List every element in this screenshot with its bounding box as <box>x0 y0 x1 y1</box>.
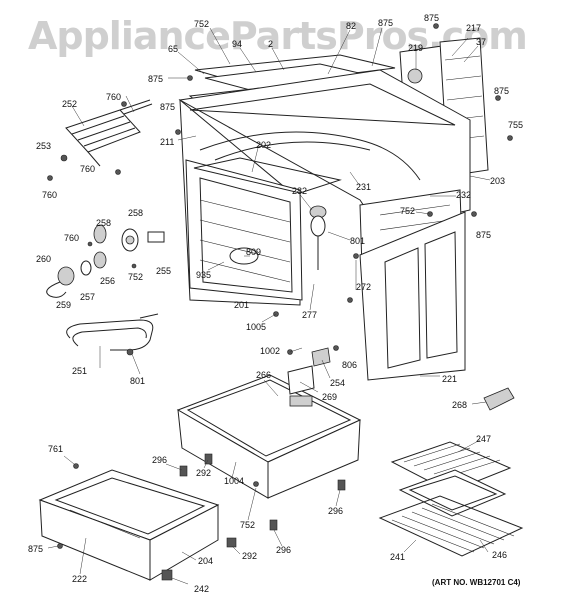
callout: 752 <box>128 272 144 282</box>
callout: 94 <box>232 39 243 49</box>
callout: 292 <box>242 551 258 561</box>
small-hardware <box>57 23 513 581</box>
callout: 232 <box>456 190 472 200</box>
oven-liner <box>185 157 342 301</box>
callout: 269 <box>322 392 338 402</box>
sensor-282 <box>309 205 327 270</box>
callout: 272 <box>356 282 372 292</box>
callout: 255 <box>156 266 172 276</box>
callout: 203 <box>490 176 506 186</box>
callout: 875 <box>160 102 176 112</box>
callout: 1004 <box>224 476 245 486</box>
callout: 809 <box>246 247 262 257</box>
callout: 202 <box>256 140 272 150</box>
callout: 251 <box>72 366 88 376</box>
callout: 37 <box>476 37 487 47</box>
callout: 752 <box>194 19 210 29</box>
callout: 219 <box>408 43 424 53</box>
bake-element <box>66 313 159 356</box>
callout: 875 <box>148 74 164 84</box>
callout: 806 <box>342 360 358 370</box>
callout: 217 <box>466 23 482 33</box>
callout: 260 <box>36 254 52 264</box>
callout: 247 <box>476 434 492 444</box>
callout: 204 <box>198 556 214 566</box>
callout: 875 <box>494 86 510 96</box>
callout: 760 <box>80 164 96 174</box>
callout: 82 <box>346 21 357 31</box>
callout: 258 <box>128 208 144 218</box>
callout: 760 <box>106 92 122 102</box>
callout: 760 <box>42 190 58 200</box>
broiler-pan <box>390 441 512 517</box>
callout: 296 <box>276 545 292 555</box>
callout: 221 <box>442 374 458 384</box>
part-268 <box>483 387 515 411</box>
broil-element <box>65 99 153 167</box>
callout: 292 <box>196 468 212 478</box>
callout: 875 <box>28 544 44 554</box>
latch-parts <box>287 345 339 395</box>
callout: 242 <box>194 584 210 594</box>
callout: 2 <box>268 39 274 49</box>
art-number: (ART NO. WB12701 C4) <box>432 578 521 587</box>
callout: 222 <box>72 574 88 584</box>
callout: 254 <box>330 378 346 388</box>
callout: 761 <box>48 444 64 454</box>
callout: 752 <box>400 206 416 216</box>
leader-lines <box>47 27 491 585</box>
oven-door <box>359 211 466 381</box>
callout: 65 <box>168 44 179 54</box>
callout: 259 <box>56 300 72 310</box>
callout: 201 <box>234 300 250 310</box>
callout: 875 <box>476 230 492 240</box>
callout: 1002 <box>260 346 281 356</box>
callout: 258 <box>96 218 112 228</box>
callout: 875 <box>378 18 394 28</box>
callout: 296 <box>328 506 344 516</box>
callout: 253 <box>36 141 52 151</box>
callout: 1005 <box>246 322 267 332</box>
callout: 257 <box>80 292 96 302</box>
oven-rack <box>378 495 524 557</box>
callout: 211 <box>160 137 175 147</box>
callout: 277 <box>302 310 318 320</box>
callout: 268 <box>452 400 468 410</box>
callout: 296 <box>152 455 168 465</box>
drawer-support <box>176 374 362 499</box>
storage-drawer <box>38 469 220 581</box>
callout: 231 <box>356 182 372 192</box>
callout: 755 <box>508 120 524 130</box>
callout: 935 <box>196 270 212 280</box>
callout: 760 <box>64 233 80 243</box>
callout: 266 <box>256 370 272 380</box>
callout: 801 <box>130 376 146 386</box>
callout: 246 <box>492 550 508 560</box>
callout: 252 <box>62 99 78 109</box>
callout: 801 <box>350 236 366 246</box>
callout: 875 <box>424 13 440 23</box>
callout: 282 <box>292 186 308 196</box>
callout: 752 <box>240 520 256 530</box>
controls-left <box>46 224 165 298</box>
callout: 241 <box>390 552 406 562</box>
callout: 256 <box>100 276 116 286</box>
